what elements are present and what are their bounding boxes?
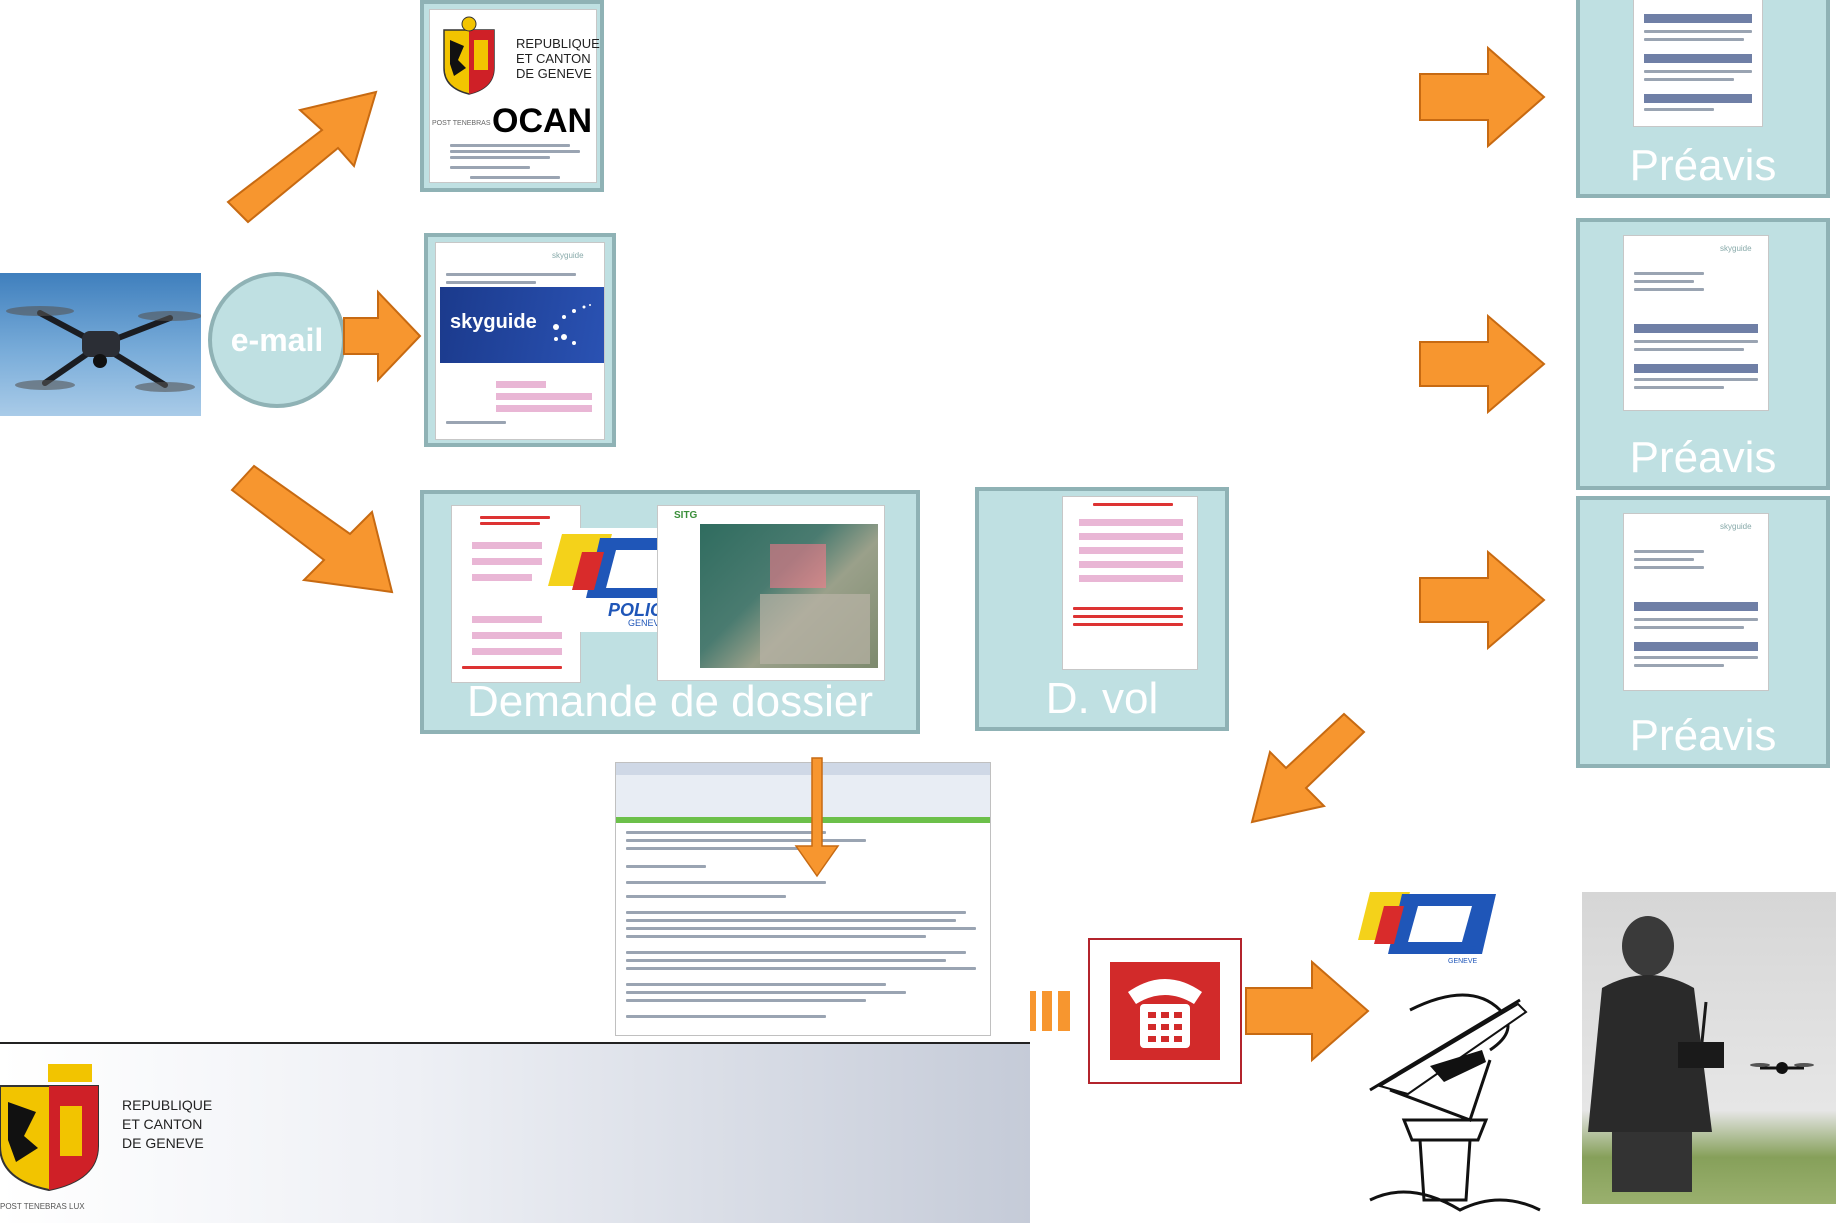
email-badge: e-mail bbox=[208, 272, 346, 408]
drone-photo bbox=[0, 273, 201, 416]
preavis-document: skyguide bbox=[1624, 514, 1768, 690]
crest-line: REPUBLIQUE bbox=[516, 36, 600, 51]
phone-icon bbox=[1110, 962, 1220, 1060]
crest-line: ET CANTON bbox=[122, 1116, 203, 1132]
skyguide-banner: skyguide bbox=[440, 287, 604, 363]
preavis-panel-2: skyguide Préavis bbox=[1576, 218, 1830, 490]
geneva-crest-icon bbox=[443, 16, 495, 95]
drone-operator-photo bbox=[1582, 892, 1836, 1204]
preavis-caption: Préavis bbox=[1629, 711, 1777, 760]
preavis-logo: skyguide bbox=[1720, 522, 1752, 531]
ocan-motto: POST TENEBRAS bbox=[432, 120, 491, 127]
police-subtext-bottom: GENEVE bbox=[1448, 958, 1478, 965]
arrow-to-dossier bbox=[230, 464, 394, 594]
police-logo-icon bbox=[1358, 892, 1496, 954]
dossier-caption: Demande de dossier bbox=[466, 677, 873, 726]
arrow-to-ocan bbox=[226, 90, 378, 224]
police-subtext: GENEVE bbox=[628, 618, 666, 628]
footer-crest-text: REPUBLIQUE ET CANTON DE GENEVE bbox=[122, 1096, 212, 1153]
phone-box bbox=[1088, 938, 1242, 1084]
arrow-to-email-response bbox=[1250, 712, 1366, 824]
arrow-to-police bbox=[1245, 959, 1370, 1063]
airplane-tower-icon bbox=[1350, 970, 1546, 1218]
police-logo-bottom: POLICE GENEVE bbox=[1340, 884, 1512, 980]
arrow-to-skyguide bbox=[343, 289, 422, 383]
preavis-caption: Préavis bbox=[1629, 141, 1777, 190]
preavis-logo: skyguide bbox=[1720, 244, 1752, 253]
preavis-panel-1: Préavis bbox=[1576, 0, 1830, 198]
skyguide-corner-logo: skyguide bbox=[552, 251, 584, 260]
ocan-crest-text: REPUBLIQUE ET CANTON DE GENEVE bbox=[516, 36, 600, 81]
arrow-to-preavis-1 bbox=[1419, 45, 1546, 149]
dvol-caption: D. vol bbox=[1045, 674, 1159, 723]
skyguide-brand: skyguide bbox=[450, 311, 537, 333]
sitg-map-document: SITG bbox=[658, 506, 884, 680]
preavis-document: skyguide bbox=[1624, 236, 1768, 410]
skyguide-panel: skyguide skyguide bbox=[424, 233, 616, 447]
footer-band: REPUBLIQUE ET CANTON DE GENEVE POST TENE… bbox=[0, 1042, 1030, 1223]
arrow-down-email bbox=[794, 757, 840, 878]
dossier-panel: POLICE GENEVE SITG Demande de dossier bbox=[420, 490, 920, 734]
dvol-panel: D. vol bbox=[975, 487, 1229, 731]
preavis-document bbox=[1634, 0, 1762, 126]
geneva-crest-icon bbox=[0, 1064, 99, 1192]
police-text-bottom: POLICE bbox=[1434, 944, 1475, 956]
phone-call-stripes bbox=[1030, 987, 1082, 1035]
email-label: e-mail bbox=[230, 321, 324, 358]
crest-line: DE GENEVE bbox=[516, 66, 592, 81]
email-response-document bbox=[616, 763, 990, 1035]
drone-icon bbox=[6, 306, 201, 392]
ocan-letter-document: REPUBLIQUE ET CANTON DE GENEVE POST TENE… bbox=[430, 10, 600, 182]
ocan-panel: REPUBLIQUE ET CANTON DE GENEVE POST TENE… bbox=[420, 0, 604, 192]
crest-line: DE GENEVE bbox=[122, 1135, 204, 1151]
crest-line: REPUBLIQUE bbox=[122, 1097, 213, 1113]
preavis-caption: Préavis bbox=[1629, 433, 1777, 482]
crest-line: ET CANTON bbox=[516, 51, 591, 66]
footer-motto: POST TENEBRAS LUX bbox=[0, 1202, 85, 1211]
skyguide-dots-icon bbox=[553, 304, 591, 345]
ocan-label: OCAN bbox=[492, 102, 593, 140]
aerial-map bbox=[700, 524, 878, 668]
sitg-label: SITG bbox=[674, 510, 698, 521]
dvol-form-document bbox=[1063, 497, 1197, 669]
arrow-to-preavis-2 bbox=[1419, 313, 1546, 415]
arrow-to-preavis-3 bbox=[1419, 549, 1546, 651]
preavis-panel-3: skyguide Préavis bbox=[1576, 496, 1830, 768]
